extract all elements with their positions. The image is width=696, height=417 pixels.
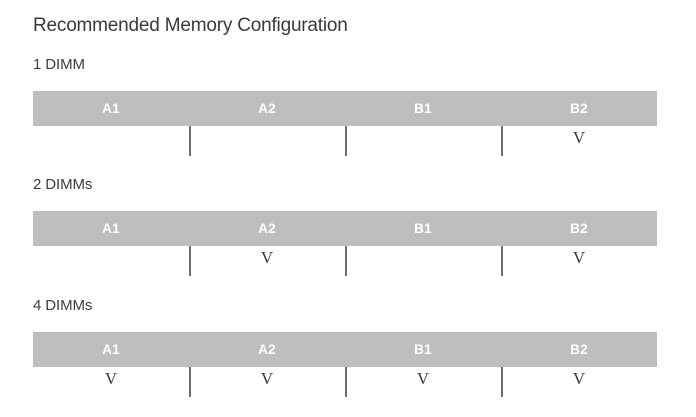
slot-cell-a1: [33, 126, 189, 158]
slot-mark-b2: V: [572, 369, 586, 388]
slot-cell-b1: [345, 126, 501, 158]
slot-cell-a2: [189, 126, 345, 158]
slot-cell-b2: V: [501, 126, 657, 158]
slot-header-a1: A1: [102, 101, 120, 117]
slot-header-a2: A2: [258, 221, 276, 237]
slot-header-bar: A1 A2 B1 B2: [33, 91, 657, 126]
page-title: Recommended Memory Configuration: [33, 15, 348, 36]
slot-header-a2: A2: [258, 101, 276, 117]
slot-header-bar: A1 A2 B1 B2: [33, 332, 657, 367]
slot-header-b2: B2: [570, 101, 588, 117]
slot-marks-row: V V V V: [33, 367, 657, 399]
slot-header-a1: A1: [102, 342, 120, 358]
section-label: 4 DIMMs: [33, 297, 93, 314]
slot-marks-row: V V: [33, 246, 657, 278]
slot-cell-a1: [33, 246, 189, 278]
slot-cell-a2: V: [189, 367, 345, 399]
slot-cell-b2: V: [501, 367, 657, 399]
section-label: 2 DIMMs: [33, 176, 93, 193]
slot-header-b2: B2: [570, 221, 588, 237]
slot-cell-b2: V: [501, 246, 657, 278]
slot-cell-b1: [345, 246, 501, 278]
slot-cell-a1: V: [33, 367, 189, 399]
slot-header-a1: A1: [102, 221, 120, 237]
slot-mark-b1: V: [416, 369, 430, 388]
section-label: 1 DIMM: [33, 56, 85, 73]
slot-cell-b1: V: [345, 367, 501, 399]
slot-header-b2: B2: [570, 342, 588, 358]
slot-mark-a1: V: [104, 369, 118, 388]
slot-mark-b2: V: [572, 248, 586, 267]
slot-cell-a2: V: [189, 246, 345, 278]
slot-header-b1: B1: [414, 221, 432, 237]
slot-mark-b2: V: [572, 128, 586, 147]
slot-header-a2: A2: [258, 342, 276, 358]
slot-mark-a2: V: [260, 248, 274, 267]
slot-header-bar: A1 A2 B1 B2: [33, 211, 657, 246]
slot-header-b1: B1: [414, 342, 432, 358]
slot-marks-row: V: [33, 126, 657, 158]
slot-header-b1: B1: [414, 101, 432, 117]
slot-mark-a2: V: [260, 369, 274, 388]
